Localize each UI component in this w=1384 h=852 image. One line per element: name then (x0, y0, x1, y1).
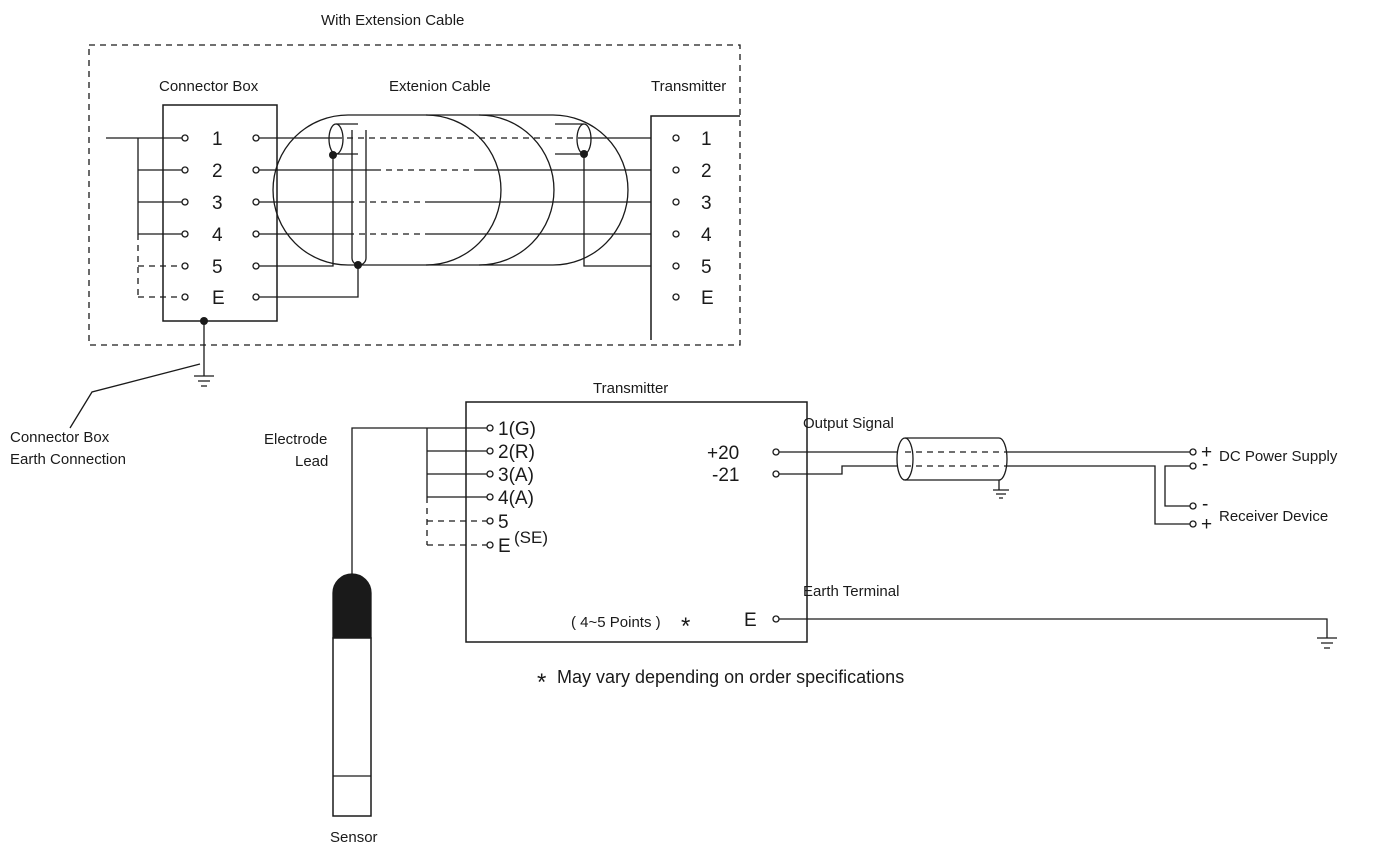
ext-transmitter-label: Transmitter (651, 78, 726, 95)
receiver-device-label: Receiver Device (1219, 508, 1328, 525)
left-bus-dashed (137, 234, 182, 298)
cb-earth-ground-icon (194, 375, 214, 387)
wire-e (259, 265, 359, 298)
note-text: May vary depending on order specificatio… (557, 667, 904, 687)
sensor-label: Sensor (330, 829, 378, 846)
tx-terminal-1: 1 (701, 129, 712, 150)
transmitter-input-branches (427, 450, 487, 498)
ext-transmitter-terminals (672, 134, 680, 301)
transmitter-input-terminals (486, 424, 494, 549)
tx-terminal-5: 5 (701, 257, 712, 278)
receiver-plus-wire (1004, 465, 1190, 525)
cb-terminal-2: 2 (212, 161, 223, 182)
transmitter-box (465, 401, 808, 643)
cb-terminal-1: 1 (212, 129, 223, 150)
input-e: E (498, 536, 511, 557)
lead-label: Lead (295, 453, 328, 470)
dc-plus-sign: + (1201, 442, 1212, 463)
cb-terminal-e: E (212, 288, 225, 309)
earth-terminal-wire (779, 618, 1328, 638)
points-asterisk: * (681, 613, 690, 640)
transmitter-input-dashed (426, 497, 487, 546)
output-cable-icon (896, 437, 1008, 481)
points-label: ( 4~5 Points ) (571, 614, 661, 631)
earth-terminal-point (772, 615, 780, 623)
output-plus-terminal (772, 448, 780, 456)
input-3a: 3(A) (498, 465, 534, 486)
input-4a: 4(A) (498, 488, 534, 509)
extension-cable-icon (272, 114, 629, 266)
cable-ground-icon (993, 489, 1009, 499)
extension-cable-label: Extenion Cable (389, 78, 491, 95)
output-signal-label: Output Signal (803, 415, 894, 432)
cb-terminal-3: 3 (212, 193, 223, 214)
shield-junction-bottom (354, 261, 362, 269)
output-device-terminals (1189, 448, 1197, 528)
extension-section-frame (88, 44, 741, 346)
earth-connection-label-line2: Earth Connection (10, 451, 126, 468)
shield-junction-right (580, 150, 588, 158)
dc-minus-sign: - (1202, 454, 1208, 475)
output-cable-hidden-wires (905, 451, 1004, 467)
dc-power-supply-label: DC Power Supply (1219, 448, 1338, 465)
receiver-plus-sign: + (1201, 514, 1212, 535)
inner-shield-icon (351, 130, 367, 266)
earth-terminal-ground-icon (1317, 637, 1337, 649)
output-minus21: -21 (712, 465, 739, 486)
minus-link-wire (1164, 465, 1190, 507)
ext-transmitter-box (650, 115, 740, 340)
output-minus-terminal (772, 470, 780, 478)
tx-terminal-4: 4 (701, 225, 712, 246)
output-plus20: +20 (707, 443, 739, 464)
earth-terminal-e: E (744, 610, 757, 631)
input-2r: 2(R) (498, 442, 535, 463)
sensor-icon (332, 573, 372, 817)
electrode-label: Electrode (264, 431, 327, 448)
note-asterisk: * (537, 669, 546, 696)
electrode-lead-wire (351, 427, 487, 578)
receiver-minus-sign: - (1202, 494, 1208, 515)
earth-connection-label-line1: Connector Box (10, 429, 110, 446)
connector-box (162, 104, 278, 322)
tx-terminal-3: 3 (701, 193, 712, 214)
cb-left-terminals (181, 134, 189, 301)
wire-5-right (583, 154, 674, 267)
left-bus-branches (138, 169, 182, 235)
earth-leader-line (69, 363, 201, 429)
output-minus-wire (779, 465, 899, 475)
tx-terminal-e: E (701, 288, 714, 309)
extension-section-title: With Extension Cable (321, 12, 464, 29)
input-5: 5 (498, 512, 509, 533)
cb-terminal-4: 4 (212, 225, 223, 246)
shield-junction-left (329, 151, 337, 159)
transmitter-title: Transmitter (593, 380, 668, 397)
input-1g: 1(G) (498, 419, 536, 440)
input-e-superscript: (SE) (514, 528, 548, 547)
connector-box-label: Connector Box (159, 78, 259, 95)
earth-terminal-label: Earth Terminal (803, 583, 899, 600)
tx-terminal-2: 2 (701, 161, 712, 182)
wire-5-left (259, 155, 334, 267)
cb-terminal-5: 5 (212, 257, 223, 278)
